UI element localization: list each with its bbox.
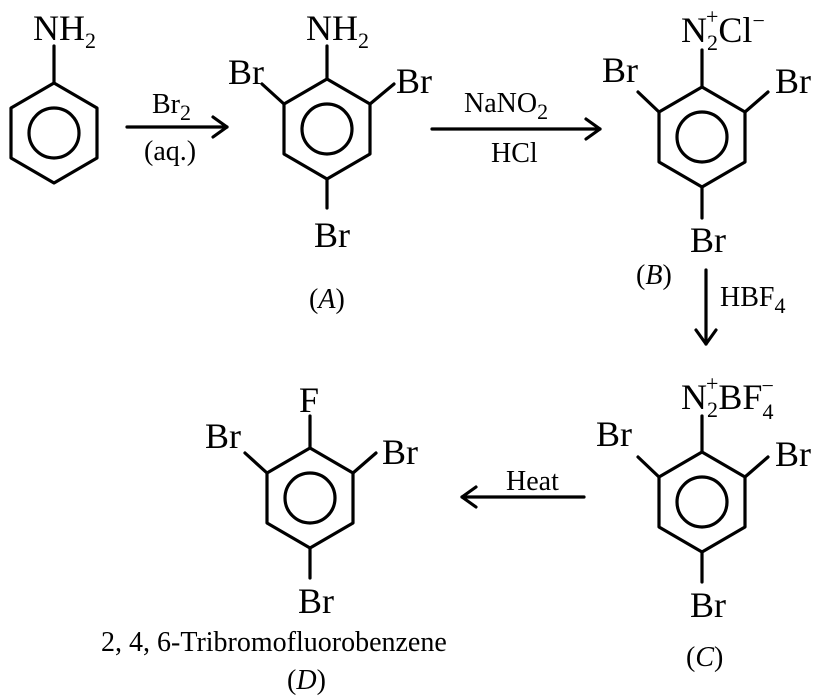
compound-c-right-br-bond bbox=[743, 455, 770, 479]
step4-reagent-label: Heat bbox=[506, 466, 559, 497]
compound-a-left-br-bond bbox=[260, 82, 286, 106]
compound-d-left-br-bond bbox=[243, 451, 269, 475]
step1: Br2 (aq.) bbox=[125, 89, 229, 167]
compound-b-diazonium-label: N2+Cl− bbox=[681, 4, 765, 55]
compound-b-left-br: Br bbox=[602, 50, 638, 90]
compound-a-left-br: Br bbox=[228, 52, 264, 92]
step3-arrow-head bbox=[694, 328, 718, 346]
compound-d-para-br: Br bbox=[298, 581, 334, 621]
step2-reagent-label: NaNO2 bbox=[464, 88, 548, 124]
compound-b-right-br-bond bbox=[743, 90, 770, 114]
compound-d: F Br Br Br 2, 4, 6-Tribromofluorobenzene… bbox=[101, 380, 447, 696]
compound-c-right-br: Br bbox=[775, 434, 811, 474]
compound-c-left-br: Br bbox=[596, 414, 632, 454]
compound-c-para-br: Br bbox=[690, 585, 726, 625]
compound-a-right-br: Br bbox=[396, 61, 432, 101]
compound-c-diazonium-label: N2+BF4− bbox=[681, 371, 774, 424]
aniline: NH2 bbox=[9, 8, 99, 185]
compound-b-para-br: Br bbox=[690, 220, 726, 260]
compound-d-f-label: F bbox=[299, 380, 319, 420]
step2-arrow-head bbox=[584, 117, 602, 141]
compound-a-aromatic-circle bbox=[300, 102, 354, 156]
aniline-aromatic-circle bbox=[27, 106, 81, 160]
compound-b-right-br: Br bbox=[775, 61, 811, 101]
compound-d-left-br: Br bbox=[205, 416, 241, 456]
compound-a-label: (A) bbox=[309, 284, 345, 315]
compound-d-name: 2, 4, 6-Tribromofluorobenzene bbox=[101, 627, 447, 658]
compound-d-right-br-bond bbox=[351, 451, 378, 475]
compound-a: NH2 Br Br Br (A) bbox=[228, 8, 432, 315]
step3-reagent-label: HBF4 bbox=[720, 282, 785, 318]
compound-d-aromatic-circle bbox=[283, 471, 337, 525]
step1-reagent-label: Br2 bbox=[152, 89, 191, 125]
aniline-ring bbox=[9, 81, 99, 185]
compound-c-aromatic-circle bbox=[675, 475, 729, 529]
step2: NaNO2 HCl bbox=[430, 88, 602, 169]
compound-c: N2+BF4− Br Br Br (C) bbox=[596, 371, 811, 673]
step4-arrow-head bbox=[460, 485, 478, 509]
compound-c-ring bbox=[657, 450, 747, 554]
step2-condition-label: HCl bbox=[491, 138, 538, 169]
compound-b-aromatic-circle bbox=[675, 110, 729, 164]
step3: HBF4 bbox=[694, 268, 785, 346]
compound-b-label: (B) bbox=[636, 260, 672, 291]
step1-condition-label: (aq.) bbox=[144, 136, 196, 167]
compound-c-label: (C) bbox=[686, 642, 723, 673]
compound-d-label: (D) bbox=[287, 665, 326, 696]
aniline-nh2-label: NH2 bbox=[33, 8, 96, 53]
compound-b-ring bbox=[657, 85, 747, 189]
compound-a-ring bbox=[282, 77, 372, 181]
compound-d-ring bbox=[265, 446, 355, 550]
step1-arrow-head bbox=[211, 115, 229, 139]
compound-a-para-br: Br bbox=[314, 215, 350, 255]
compound-c-left-br-bond bbox=[636, 455, 661, 479]
compound-b: N2+Cl− Br Br Br (B) bbox=[602, 4, 811, 291]
compound-a-nh2-label: NH2 bbox=[306, 8, 369, 53]
compound-a-right-br-bond bbox=[368, 82, 396, 106]
compound-b-left-br-bond bbox=[636, 90, 661, 114]
compound-d-right-br: Br bbox=[382, 432, 418, 472]
step4: Heat bbox=[460, 466, 586, 509]
